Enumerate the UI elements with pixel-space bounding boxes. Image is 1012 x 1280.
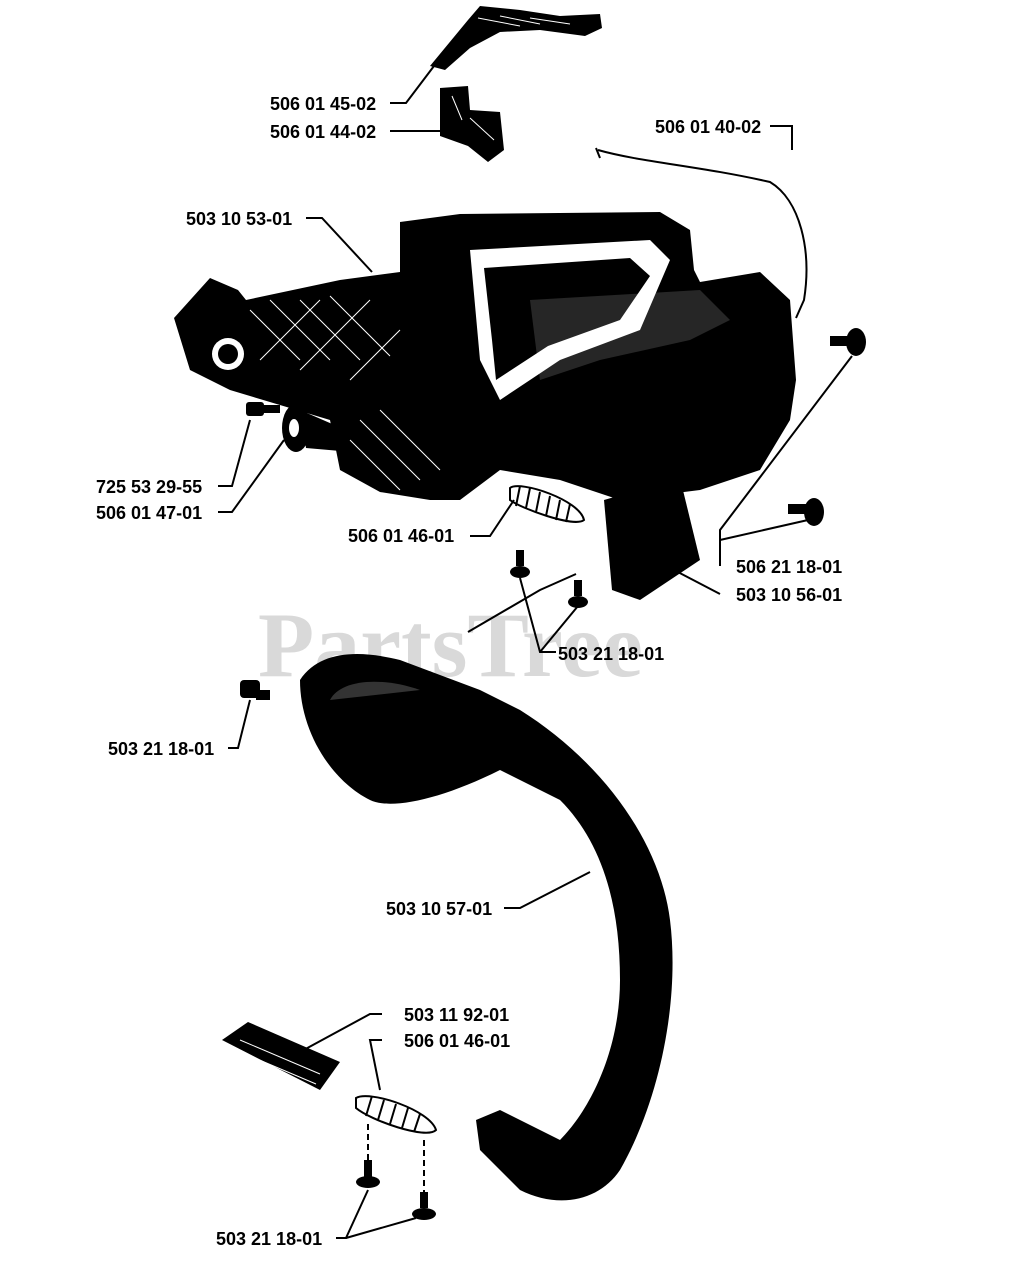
front-handle-part [300, 654, 673, 1201]
spring-upper-part [509, 485, 586, 523]
label-503-10-56-01: 503 10 56-01 [736, 585, 842, 605]
screws-right-parts [788, 328, 866, 526]
label-506-01-44-02: 506 01 44-02 [270, 122, 376, 142]
brake-lever-part [430, 6, 602, 70]
lever-bracket-part [440, 86, 504, 162]
label-503-11-92-01: 503 11 92-01 [404, 1005, 509, 1025]
label-503-10-57-01: 503 10 57-01 [386, 899, 492, 919]
pad-block-part [604, 450, 760, 600]
label-506-21-18-01: 506 21 18-01 [736, 557, 842, 577]
spring-lower-part [355, 1095, 438, 1134]
screw-and-knob-parts [246, 402, 352, 452]
label-503-21-18-01-left: 503 21 18-01 [108, 739, 214, 759]
screws-middle-parts [467, 550, 588, 633]
screw-left-part [240, 680, 270, 700]
label-506-01-46-01-upper: 506 01 46-01 [348, 526, 454, 546]
label-506-01-46-01-lower: 506 01 46-01 [404, 1031, 510, 1051]
trademark-mark: TM [740, 591, 756, 603]
screws-bottom-parts [356, 1160, 436, 1220]
pad-part [222, 1022, 340, 1090]
label-503-21-18-01-middle: 503 21 18-01 [558, 644, 664, 664]
label-503-10-53-01: 503 10 53-01 [186, 209, 292, 229]
label-506-01-45-02: 506 01 45-02 [270, 94, 376, 114]
label-725-53-29-55: 725 53 29-55 [96, 477, 202, 497]
part-labels: 506 01 45-02 506 01 44-02 506 01 40-02 5… [96, 94, 842, 1249]
label-503-21-18-01-bottom: 503 21 18-01 [216, 1229, 322, 1249]
housing-part [174, 212, 796, 500]
leader-lines [218, 65, 853, 1239]
cable-part [595, 147, 808, 319]
label-506-01-40-02: 506 01 40-02 [655, 117, 761, 137]
label-506-01-47-01: 506 01 47-01 [96, 503, 202, 523]
